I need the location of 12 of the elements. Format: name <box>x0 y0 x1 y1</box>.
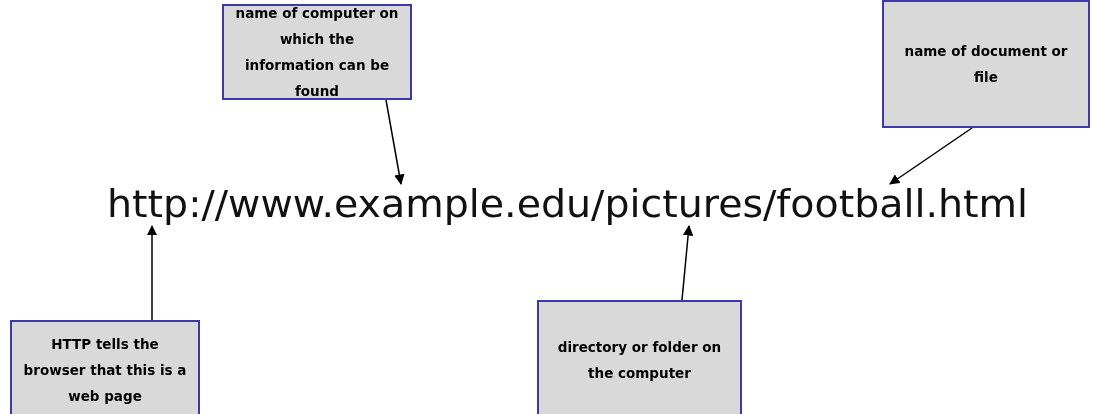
callout-text: name of computer on which the information can be found <box>234 4 400 101</box>
leader-arrow <box>385 99 405 186</box>
callout-text: directory or folder on the computer <box>556 338 723 383</box>
leader-arrow <box>889 127 973 185</box>
url-text: http://www.example.edu/pictures/football.html <box>107 183 1028 227</box>
callout-box <box>537 300 742 414</box>
callout-box <box>10 320 200 414</box>
callout-box <box>882 0 1090 128</box>
leader-arrow <box>681 224 694 301</box>
callout-text: name of document or file <box>903 42 1069 87</box>
callout-text: HTTP tells the browser that this is a web page <box>22 335 188 406</box>
leader-arrow <box>146 224 158 321</box>
